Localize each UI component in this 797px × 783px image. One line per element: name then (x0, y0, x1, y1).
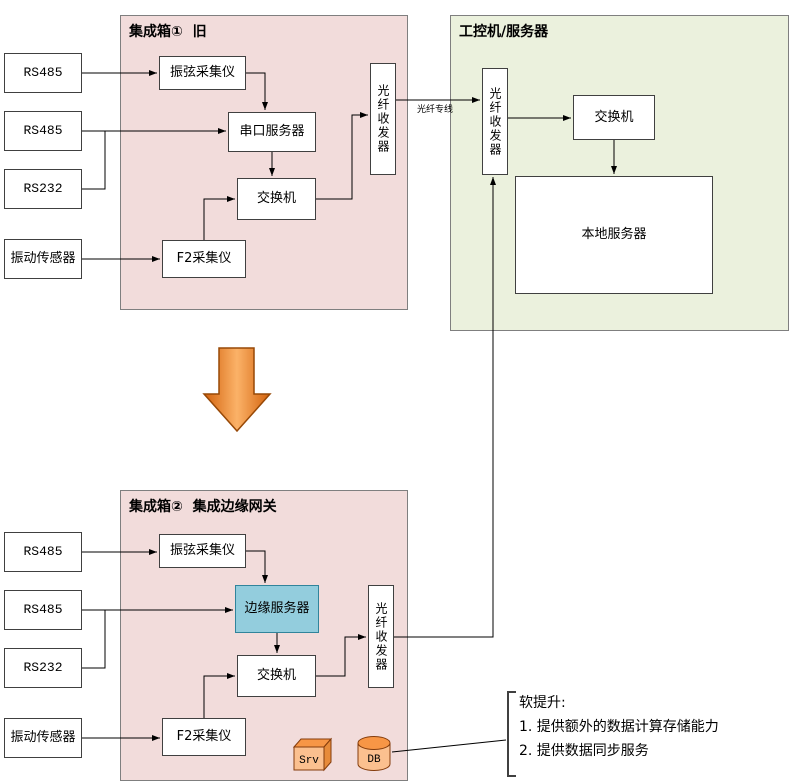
node-vw-collector-old: 振弦采集仪 (159, 56, 246, 90)
input-vibration-sensor-bottom: 振动传感器 (4, 718, 82, 758)
input-rs485-1-top: RS485 (4, 53, 82, 93)
node-f2-collector-new: F2采集仪 (162, 718, 246, 756)
conn-rs232-join-new (82, 610, 106, 669)
node-vw-collector-new: 振弦采集仪 (159, 534, 246, 568)
node-fiber-transceiver-old: 光纤收发器 (370, 63, 396, 175)
note-bracket (507, 691, 516, 777)
conn-rs232-join-old (82, 131, 106, 190)
node-fiber-transceiver-new: 光纤收发器 (368, 585, 394, 688)
input-rs232-bottom: RS232 (4, 648, 82, 688)
note-item-2: 2. 提供数据同步服务 (519, 743, 649, 759)
node-edge-server: 边缘服务器 (235, 585, 319, 633)
input-rs232-top: RS232 (4, 169, 82, 209)
conn-db-to-note (391, 739, 507, 753)
node-fiber-transceiver-server: 光纤收发器 (482, 68, 508, 175)
node-serial-server: 串口服务器 (228, 112, 316, 152)
node-f2-collector-old: F2采集仪 (162, 240, 246, 278)
node-switch-old: 交换机 (237, 178, 316, 220)
node-local-server: 本地服务器 (515, 176, 713, 294)
node-switch-new: 交换机 (237, 655, 316, 697)
server-box-title: 工控机/服务器 (459, 24, 549, 40)
note-title: 软提升: (519, 695, 566, 711)
input-rs485-1-bottom: RS485 (4, 532, 82, 572)
input-vibration-sensor-top: 振动传感器 (4, 239, 82, 279)
transition-arrow (202, 347, 272, 433)
note-item-1: 1. 提供额外的数据计算存储能力 (519, 719, 719, 735)
fiber-link-label: 光纤专线 (417, 105, 454, 115)
input-rs485-2-top: RS485 (4, 111, 82, 151)
new-box-title: 集成箱② 集成边缘网关 (129, 499, 277, 515)
old-box-title: 集成箱① 旧 (129, 24, 207, 40)
input-rs485-2-bottom: RS485 (4, 590, 82, 630)
node-switch-server: 交换机 (573, 95, 655, 140)
